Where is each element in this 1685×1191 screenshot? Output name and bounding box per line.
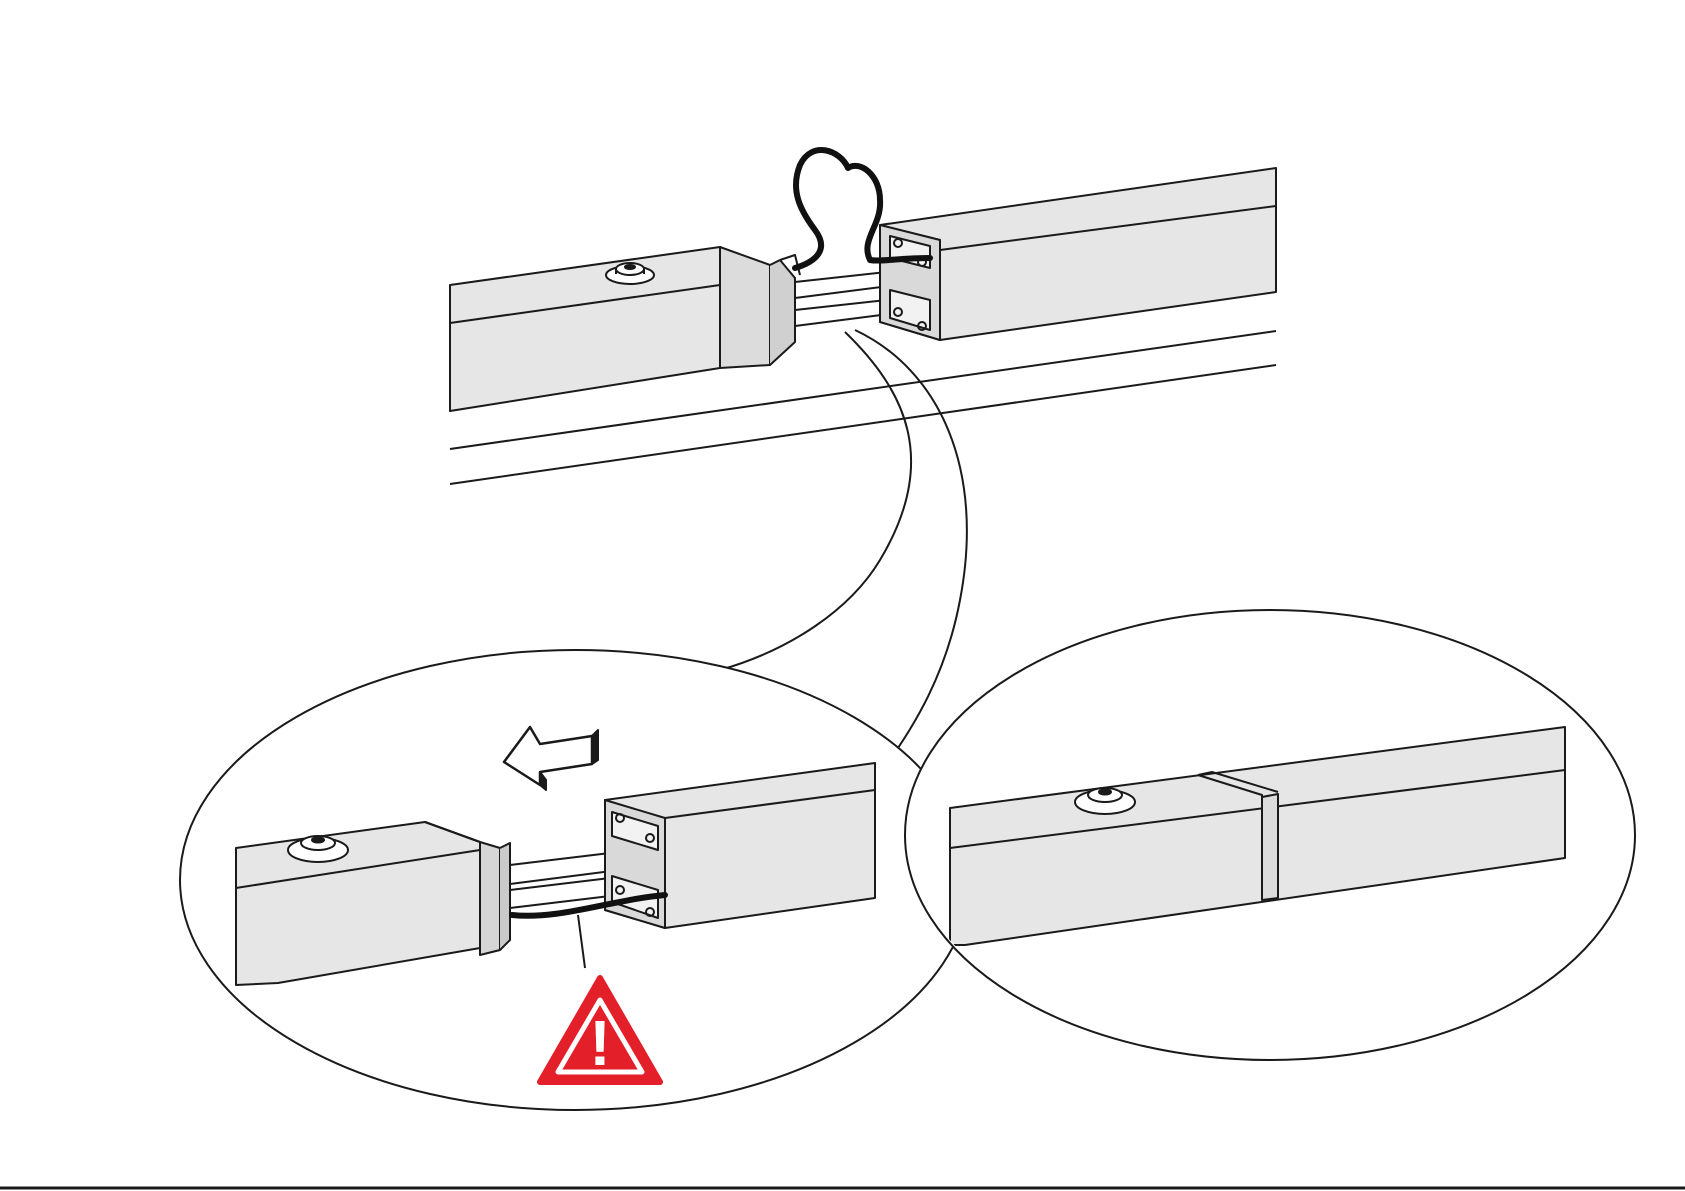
warning-symbol: ! — [589, 1007, 610, 1079]
detail-joined — [905, 610, 1635, 1060]
left-profile — [450, 247, 800, 411]
zoom-callout-line — [855, 330, 967, 760]
zoom-callout-line — [720, 332, 911, 670]
right-profile — [880, 168, 1276, 340]
detail-pull-apart: ! — [180, 650, 970, 1110]
